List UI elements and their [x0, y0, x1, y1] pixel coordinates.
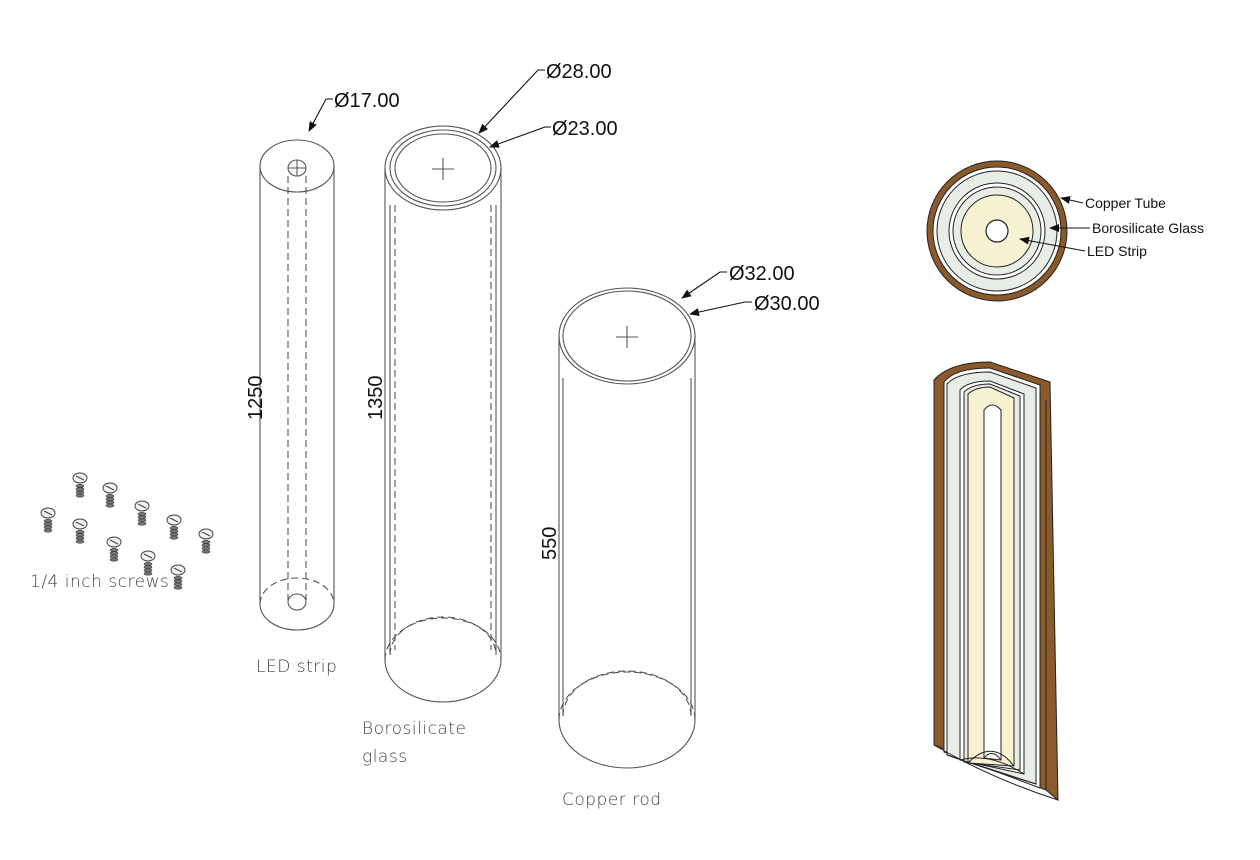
- screw-icon: [198, 528, 214, 554]
- glass-inner-diameter-dimension: Ø23.00: [489, 118, 618, 148]
- callout-borosilicate-glass: Borosilicate Glass: [1092, 220, 1204, 236]
- copper-tube: [558, 287, 696, 769]
- cross-section-callouts: Copper Tube Borosilicate Glass LED Strip: [1019, 195, 1204, 259]
- glass-label-line1: Borosilicate: [362, 719, 466, 739]
- glass-inner-diameter: Ø23.00: [552, 118, 618, 140]
- led-strip-tube: [259, 139, 335, 631]
- screw-icon: [140, 550, 156, 576]
- led-strip-diameter-dimension: Ø17.00: [308, 90, 400, 132]
- screw-icon: [106, 536, 122, 562]
- screws-group: [40, 472, 214, 590]
- copper-outer-diameter-dimension: Ø32.00: [681, 263, 795, 299]
- copper-length: 550: [539, 527, 561, 560]
- screw-icon: [134, 500, 150, 526]
- glass-label-line2: glass: [362, 747, 408, 767]
- callout-led-strip: LED Strip: [1087, 243, 1147, 259]
- screw-icon: [102, 482, 118, 508]
- screw-icon: [170, 564, 186, 590]
- led-strip-label: LED strip: [256, 657, 337, 677]
- cross-section-top: [926, 160, 1068, 302]
- screws-label: 1/4 inch screws: [30, 572, 169, 592]
- glass-outer-diameter-dimension: Ø28.00: [478, 61, 612, 134]
- copper-outer-diameter: Ø32.00: [729, 263, 795, 285]
- cutaway-view: [933, 361, 1059, 802]
- copper-inner-diameter-dimension: Ø30.00: [689, 293, 820, 316]
- screw-icon: [72, 518, 88, 544]
- led-strip-diameter: Ø17.00: [334, 90, 400, 112]
- glass-tube: [384, 125, 502, 703]
- led-strip-length: 1250: [245, 376, 267, 421]
- screw-icon: [40, 507, 56, 533]
- screw-icon: [166, 514, 182, 540]
- copper-inner-diameter: Ø30.00: [754, 293, 820, 315]
- screw-icon: [72, 472, 88, 498]
- callout-copper-tube: Copper Tube: [1085, 195, 1166, 211]
- glass-length: 1350: [365, 376, 387, 421]
- glass-outer-diameter: Ø28.00: [546, 61, 612, 83]
- copper-label: Copper rod: [562, 790, 662, 810]
